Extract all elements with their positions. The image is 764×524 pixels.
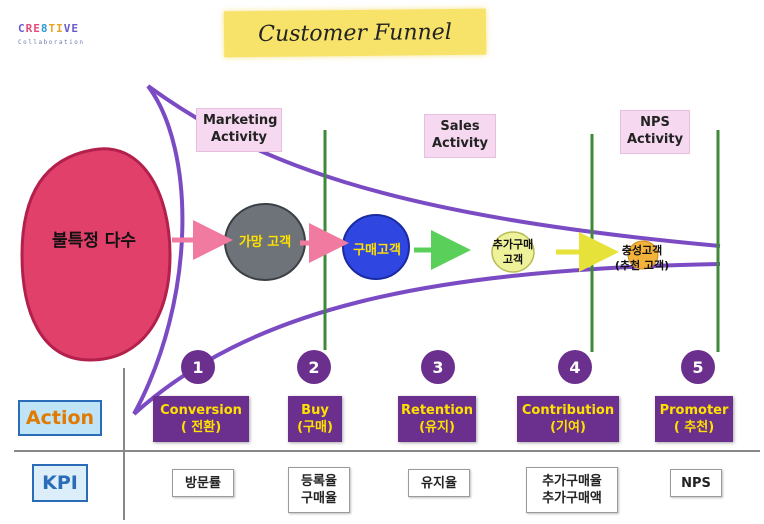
kpi-value: 추가구매액 <box>542 491 602 506</box>
label-line: Activity <box>210 130 268 145</box>
marketing-activity-label: Marketing Activity <box>196 108 282 152</box>
repeat-label: 추가구매 고객 <box>478 237 548 267</box>
kpi-nps: NPS <box>670 469 722 497</box>
action-contribution: Contribution (기여) <box>517 396 619 442</box>
kpi-additional-purchase: 추가구매율 추가구매액 <box>526 467 618 513</box>
label-line: Marketing <box>203 113 278 128</box>
sales-activity-label: Sales Activity <box>424 114 496 158</box>
source-blob <box>20 147 172 362</box>
logo-subtitle: Collaboration <box>18 39 85 46</box>
loyal-circle <box>627 240 659 270</box>
label-line: 추가구매 <box>492 238 534 251</box>
step-number-badge: 2 <box>297 350 331 384</box>
nps-activity-label: NPS Activity <box>620 110 690 154</box>
kpi-value: NPS <box>681 475 711 491</box>
label-line: NPS <box>640 115 670 130</box>
kpi-value: 추가구매율 <box>542 474 602 489</box>
step-number-badge: 5 <box>681 350 715 384</box>
logo-letter: 8 <box>40 22 49 35</box>
kpi-visit-rate: 방문률 <box>172 469 234 497</box>
action-subtitle: (구매) <box>297 420 333 435</box>
buyer-label: 구매고객 <box>353 243 401 258</box>
repeat-circle <box>491 231 535 273</box>
creative-collaboration-logo: CRE8TIVE Collaboration <box>18 22 98 66</box>
action-title: Buy <box>301 403 329 418</box>
action-buy: Buy (구매) <box>288 396 342 442</box>
label-line: 고객 <box>502 253 524 266</box>
logo-letter: VE <box>63 22 79 35</box>
step-number-badge: 1 <box>181 350 215 384</box>
action-subtitle: ( 전환) <box>180 420 222 435</box>
logo-wordmark: CRE8TIVE <box>18 22 98 35</box>
label-line: Sales <box>440 119 480 134</box>
kpi-row-label: KPI <box>32 464 88 502</box>
label-line: 충성고객 <box>621 244 663 257</box>
source-label: 불특정 다수 <box>51 231 137 251</box>
prospect-label: 가망 고객 <box>238 235 292 250</box>
kpi-value: 방문률 <box>185 475 221 491</box>
action-retention: Retention (유지) <box>398 396 476 442</box>
kpi-registration-purchase-rate: 등록율 구매율 <box>288 467 350 513</box>
kpi-retention-rate: 유지율 <box>408 469 470 497</box>
logo-letter: TI <box>48 22 64 35</box>
action-promoter: Promoter ( 추천) <box>655 396 733 442</box>
logo-letter: C <box>18 22 26 35</box>
action-row-label: Action <box>18 400 102 436</box>
step-number-badge: 3 <box>421 350 455 384</box>
funnel-outer-left <box>132 84 185 415</box>
action-subtitle: ( 추천) <box>673 420 715 435</box>
kpi-value: 구매율 <box>301 491 337 506</box>
funnel-upper-edge <box>146 84 721 248</box>
funnel-lower-edge <box>132 262 721 416</box>
loyal-label: 충성고객 (추천 고객) <box>602 243 682 273</box>
step-number-badge: 4 <box>558 350 592 384</box>
logo-letter: RE <box>25 22 41 35</box>
kpi-value: 유지율 <box>421 475 457 491</box>
label-line: Activity <box>431 136 489 151</box>
action-title: Contribution <box>521 403 615 418</box>
action-subtitle: (기여) <box>550 420 586 435</box>
action-title: Promoter <box>659 403 729 418</box>
action-subtitle: (유지) <box>419 420 455 435</box>
action-title: Retention <box>401 403 473 418</box>
action-title: Conversion <box>160 403 242 418</box>
action-conversion: Conversion ( 전환) <box>153 396 249 442</box>
label-line: (추천 고객) <box>614 259 670 272</box>
label-line: Activity <box>627 132 684 147</box>
kpi-value: 등록율 <box>301 474 337 489</box>
